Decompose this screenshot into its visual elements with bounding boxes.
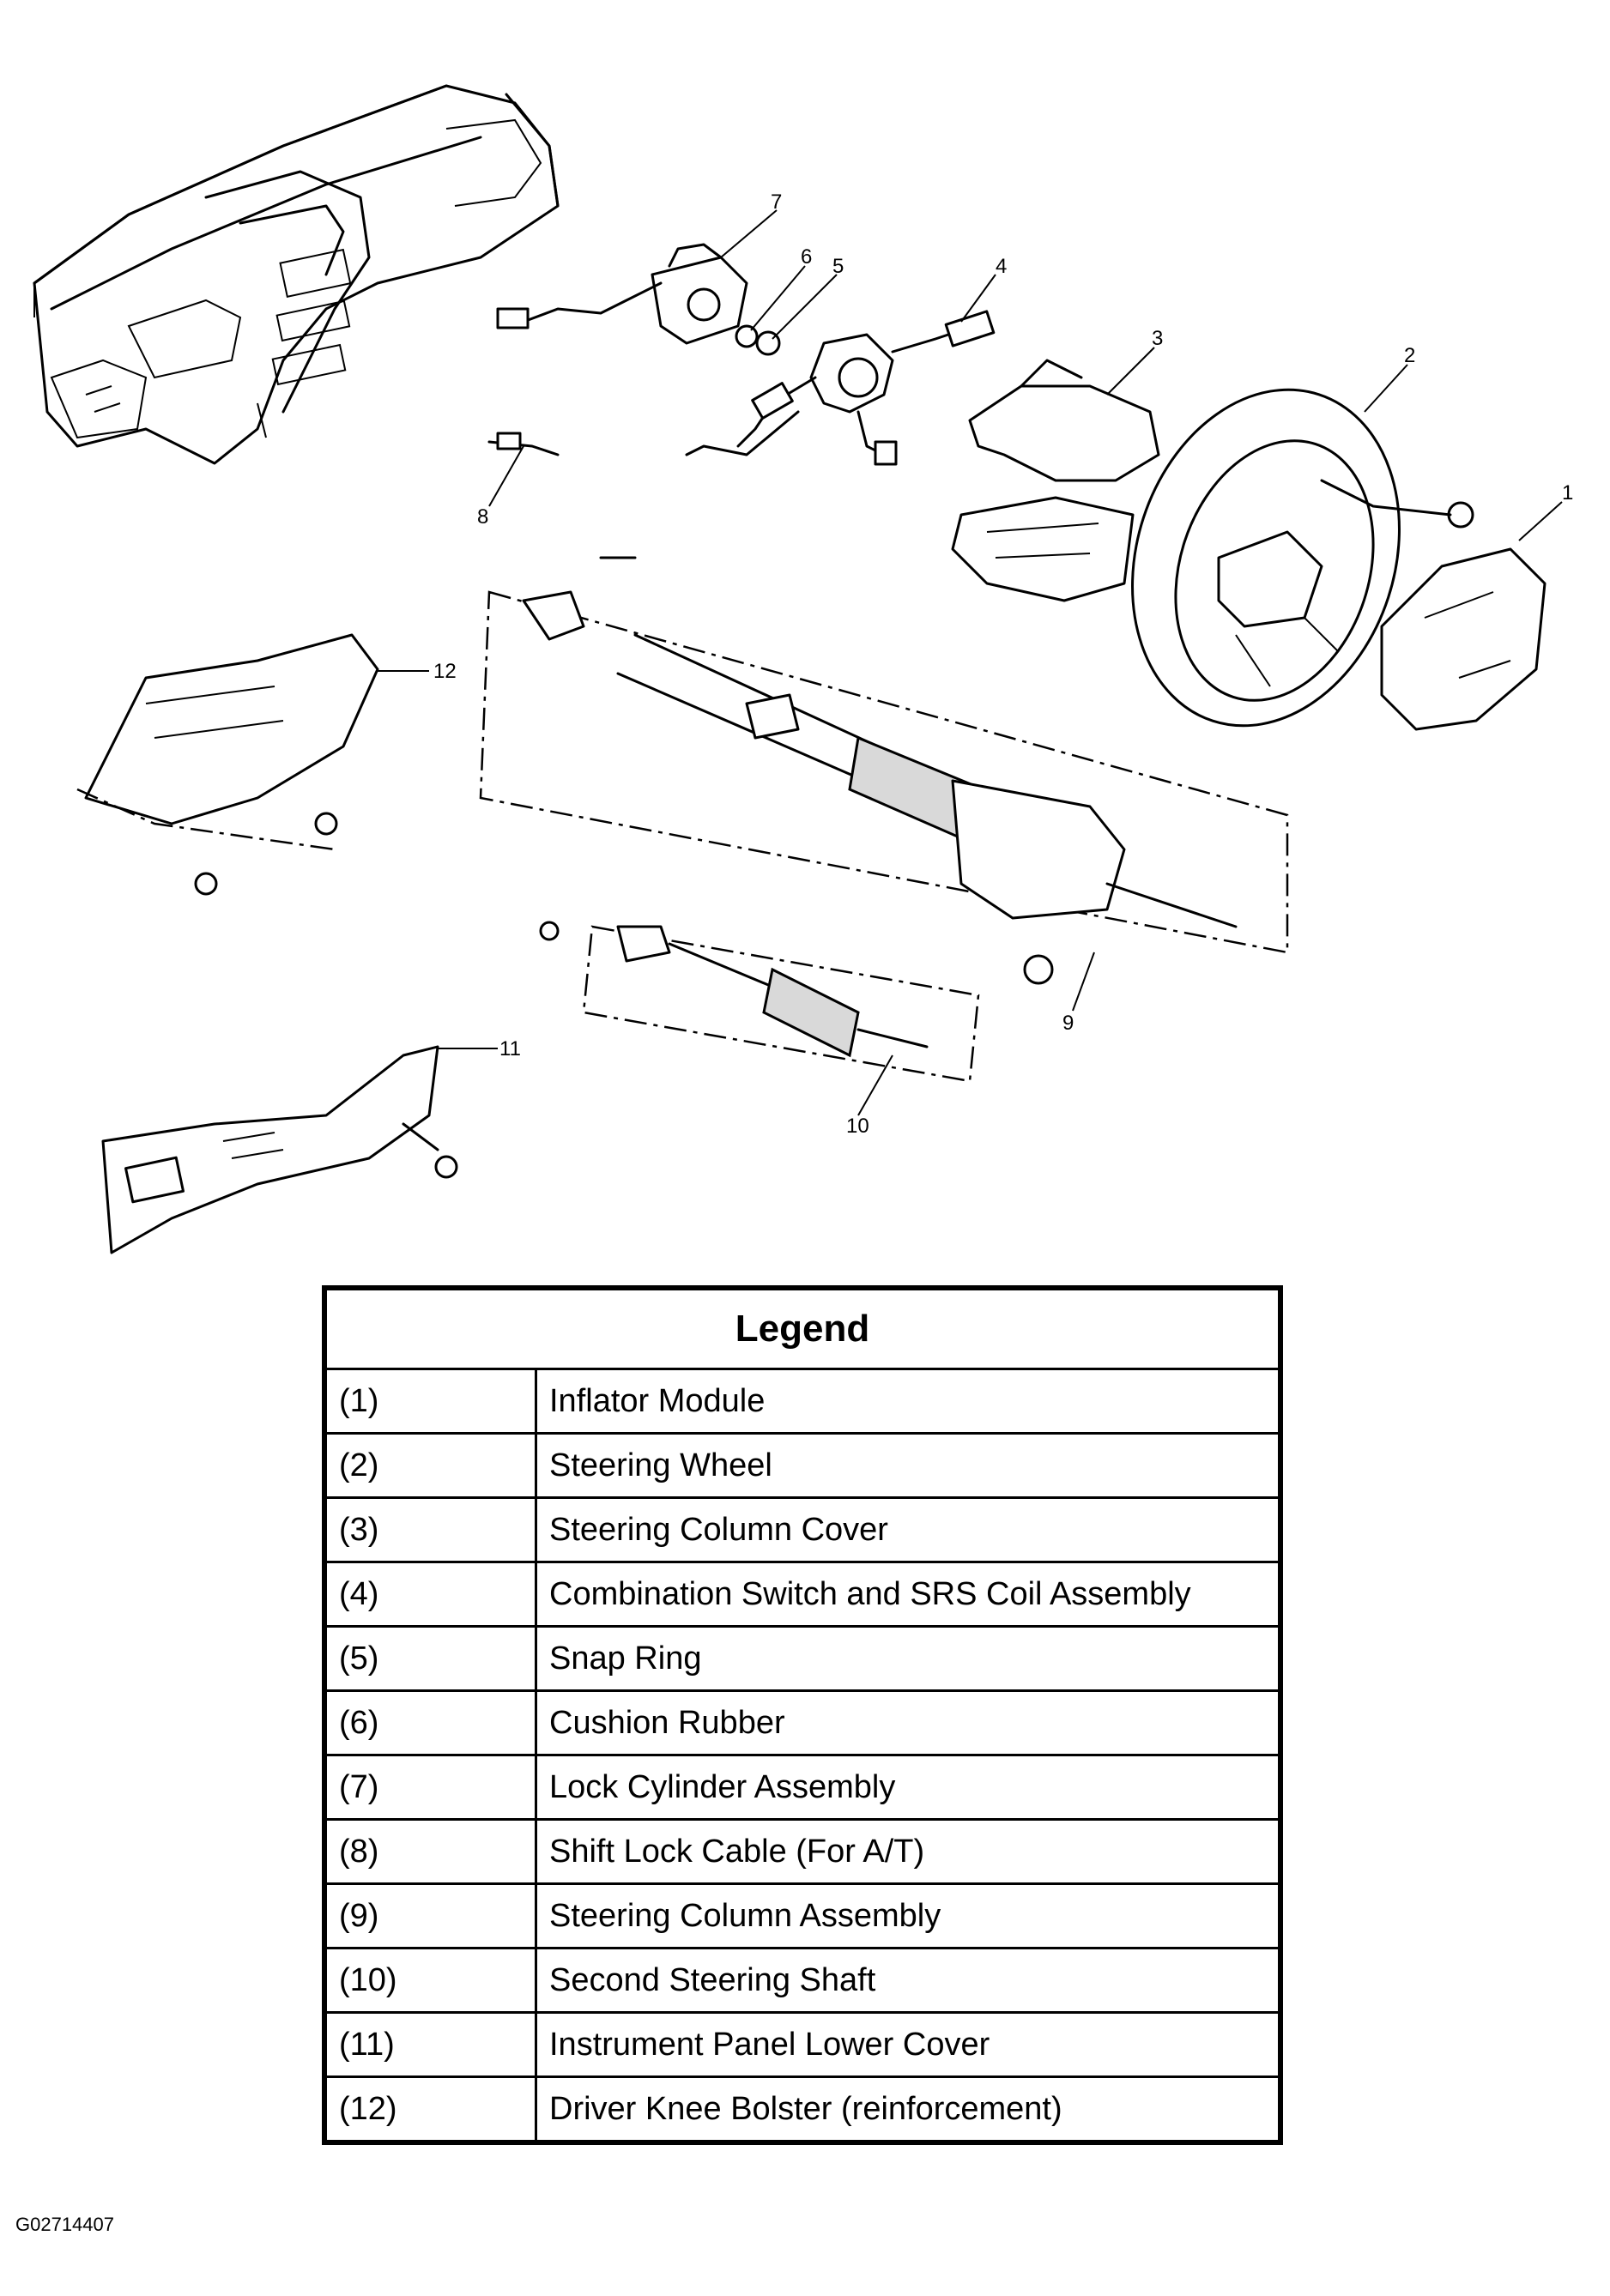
dashboard-illustration [33,84,560,465]
legend-label: Driver Knee Bolster (reinforcement) [535,2075,1282,2144]
legend-number: (1) [323,1368,537,1435]
cushion-rubber-illustration [735,324,759,348]
legend-label: Cushion Rubber [535,1689,1282,1756]
legend-number: (6) [323,1689,537,1756]
callout-4: 4 [996,255,1007,278]
legend-label: Second Steering Shaft [535,1947,1282,2014]
instrument-panel-lower-cover-illustration [101,1045,458,1254]
legend-number: (11) [323,2011,537,2078]
legend-row: (11)Instrument Panel Lower Cover [323,2011,1282,2078]
shift-lock-cable-illustration [487,432,560,456]
lock-cylinder-illustration [496,243,748,345]
legend-row: (12)Driver Knee Bolster (reinforcement) [323,2075,1282,2144]
exploded-view-diagram: 1 2 3 4 5 6 7 8 9 10 11 12 [33,84,1573,1254]
legend-row: (2)Steering Wheel [323,1432,1282,1499]
legend-label: Snap Ring [535,1625,1282,1692]
steering-column-cover-illustration [951,359,1160,602]
legend-number: (2) [323,1432,537,1499]
callout-2: 2 [1404,344,1415,367]
callout-8: 8 [477,505,488,529]
legend-row: (3)Steering Column Cover [323,1496,1282,1563]
callout-7: 7 [771,190,782,214]
callout-5: 5 [832,255,844,278]
callout-numbers: 1 2 3 4 5 6 7 8 9 10 11 12 [433,190,1573,1138]
second-steering-shaft-illustration [539,921,980,1083]
legend-row: (4)Combination Switch and SRS Coil Assem… [323,1561,1282,1628]
legend-row: (6)Cushion Rubber [323,1689,1282,1756]
legend-label: Steering Column Assembly [535,1882,1282,1949]
legend-number: (5) [323,1625,537,1692]
legend-label: Steering Wheel [535,1432,1282,1499]
figure-id: G02714407 [15,2214,114,2235]
callout-6: 6 [801,245,812,269]
legend-number: (3) [323,1496,537,1563]
legend-label: Combination Switch and SRS Coil Assembly [535,1561,1282,1628]
legend-label: Instrument Panel Lower Cover [535,2011,1282,2078]
legend-row: (1)Inflator Module [323,1368,1282,1435]
callout-3: 3 [1152,327,1163,350]
knee-bolster-illustration [76,633,379,896]
legend-number: (8) [323,1818,537,1885]
callout-1: 1 [1562,481,1573,505]
callout-10: 10 [846,1115,869,1138]
legend-label: Steering Column Cover [535,1496,1282,1563]
legend-number: (7) [323,1754,537,1821]
callout-12: 12 [433,660,457,683]
legend-table: Legend (1)Inflator Module (2)Steering Wh… [322,1285,1283,2145]
callout-11: 11 [499,1037,521,1060]
combination-switch-illustration [685,310,996,466]
steering-column-assembly-illustration [479,556,1289,985]
steering-wheel-illustration [1131,388,1474,728]
legend-row: (8)Shift Lock Cable (For A/T) [323,1818,1282,1885]
legend-label: Inflator Module [535,1368,1282,1435]
legend-number: (4) [323,1561,537,1628]
legend-row: (7)Lock Cylinder Assembly [323,1754,1282,1821]
legend-row: (9)Steering Column Assembly [323,1882,1282,1949]
legend-title: Legend [323,1286,1282,1370]
legend-row: (10)Second Steering Shaft [323,1947,1282,2014]
callout-leader-lines [378,209,1563,1116]
legend-number: (9) [323,1882,537,1949]
callout-9: 9 [1062,1012,1074,1035]
legend-number: (10) [323,1947,537,2014]
inflator-module-illustration [1380,547,1546,731]
legend-label: Lock Cylinder Assembly [535,1754,1282,1821]
legend-number: (12) [323,2075,537,2144]
legend-row: (5)Snap Ring [323,1625,1282,1692]
legend-label: Shift Lock Cable (For A/T) [535,1818,1282,1885]
